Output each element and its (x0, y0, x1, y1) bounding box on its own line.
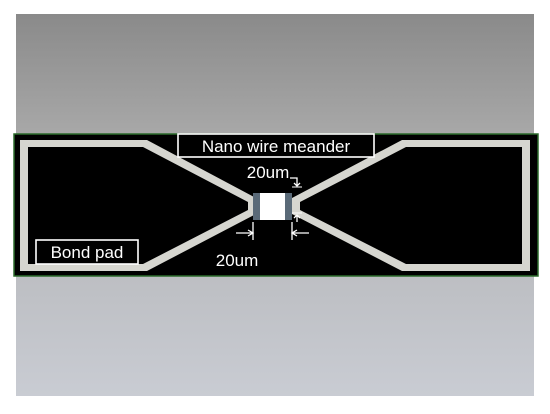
meander-label: Nano wire meander (202, 137, 351, 156)
top-dimension-leader (290, 177, 301, 222)
bond-pad-label-box (35, 239, 139, 265)
nanowire-meander (260, 193, 285, 220)
top-dimension-label: 20um (247, 163, 290, 182)
meander-gap-right (285, 193, 292, 220)
bond-pad-label: Bond pad (51, 243, 124, 262)
meander-label-box (177, 133, 375, 158)
bottom-dimension-marker (236, 222, 309, 240)
top-dimension-ticks (292, 186, 302, 214)
bottom-dimension-label: 20um (216, 251, 259, 270)
meander-gap-left (253, 193, 260, 220)
